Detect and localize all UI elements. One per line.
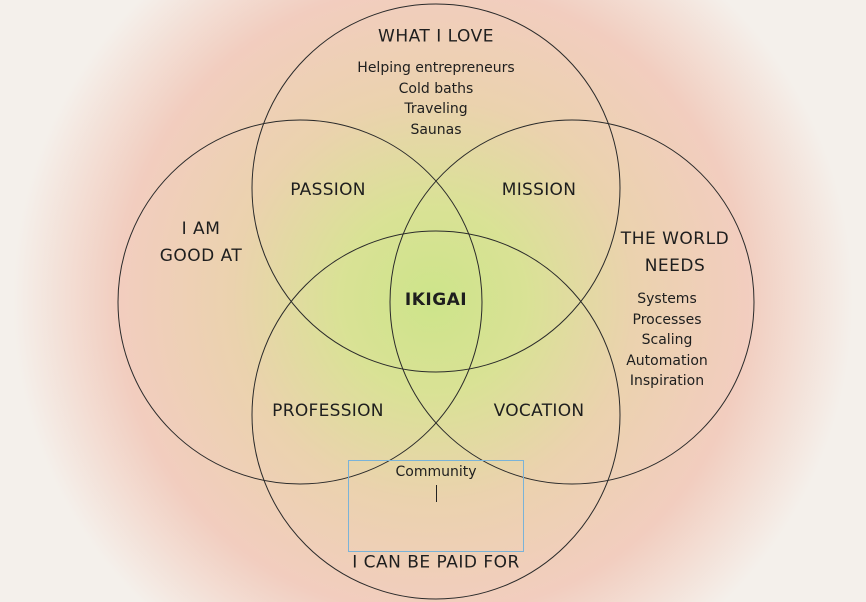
list-item: Systems	[637, 290, 697, 307]
circle-paid-for[interactable]	[251, 230, 621, 600]
circle-title-world-needs: THE WORLD NEEDS	[621, 226, 729, 280]
circle-title-love: WHAT I LOVE	[378, 26, 494, 47]
circle-what-i-love[interactable]	[251, 3, 621, 373]
list-item: Traveling	[404, 101, 468, 117]
list-item: Processes	[632, 311, 702, 328]
title-line: GOOD AT	[159, 246, 243, 266]
overlap-ikigai: IKIGAI	[404, 290, 468, 310]
title-line: THE WORLD	[620, 229, 730, 249]
overlap-vocation: VOCATION	[493, 401, 585, 421]
list-item: Automation	[626, 352, 708, 369]
circle-good-at[interactable]	[117, 119, 483, 485]
text-caret	[436, 485, 437, 502]
list-item: Saunas	[410, 121, 462, 138]
list-item: Scaling	[641, 331, 693, 348]
overlap-passion: PASSION	[290, 180, 366, 200]
love-items-list: Helping entrepreneurs Cold baths Traveli…	[357, 58, 514, 140]
list-item: Helping entrepreneurs	[357, 60, 515, 76]
list-item: Cold baths	[398, 80, 474, 97]
circle-title-paid-for: I CAN BE PAID FOR	[352, 552, 520, 573]
world-needs-items-list: Systems Processes Scaling Automation Ins…	[626, 289, 708, 392]
title-line: NEEDS	[644, 256, 706, 276]
editor-text[interactable]: Community	[395, 464, 477, 480]
overlap-profession: PROFESSION	[272, 401, 384, 421]
circle-world-needs[interactable]	[389, 119, 755, 485]
text-edit-box[interactable]: Community	[348, 460, 524, 552]
list-item: Inspiration	[629, 372, 705, 389]
overlap-mission: MISSION	[501, 180, 577, 200]
circle-title-good-at: I AM GOOD AT	[160, 216, 243, 270]
title-line: I AM	[181, 219, 221, 239]
